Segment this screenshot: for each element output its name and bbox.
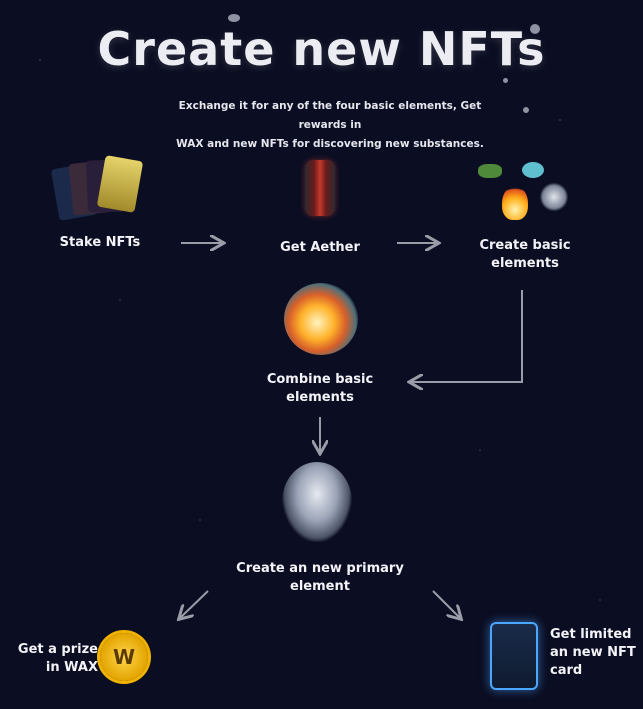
water-icon bbox=[522, 162, 544, 178]
label-line: Create basic bbox=[479, 238, 571, 253]
label-line: an new NFT bbox=[550, 645, 636, 660]
step-prize-label: Get a prize in WAX bbox=[12, 641, 98, 677]
label-line: in WAX bbox=[45, 660, 98, 675]
label-line: card bbox=[550, 663, 583, 678]
step-nft-label: Get limited an new NFT card bbox=[550, 626, 640, 680]
step-combine-label: Combine basic elements bbox=[250, 371, 390, 407]
label-line: Get a prize bbox=[17, 642, 98, 657]
wax-coin-icon: W bbox=[100, 633, 148, 681]
coin-letter: W bbox=[112, 645, 136, 669]
arrow-primary-to-prize bbox=[180, 590, 209, 618]
step-primary-label: Create an new primary element bbox=[220, 560, 420, 596]
nft-card-glow-icon bbox=[490, 622, 538, 690]
label-line: elements bbox=[491, 256, 559, 271]
subtitle-line: Exchange it for any of the four basic el… bbox=[178, 100, 482, 131]
earth-icon bbox=[478, 164, 502, 178]
air-icon bbox=[540, 182, 568, 212]
arrow-create-to-combine bbox=[411, 290, 523, 382]
stake-nfts-icon bbox=[50, 155, 145, 222]
label-line: elements bbox=[286, 390, 354, 405]
page-subtitle: Exchange it for any of the four basic el… bbox=[160, 97, 500, 154]
tornado-icon bbox=[282, 462, 352, 542]
subtitle-line: WAX and new NFTs for discovering new sub… bbox=[176, 138, 484, 150]
step-stake-label: Stake NFTs bbox=[59, 235, 141, 250]
planet-icon bbox=[523, 107, 529, 113]
page-title: Create new NFTs bbox=[97, 22, 546, 76]
step-create-basic-label: Create basic elements bbox=[455, 237, 595, 273]
aether-capsule-icon bbox=[305, 160, 335, 216]
nft-card-icon bbox=[96, 155, 144, 213]
planet-icon bbox=[530, 24, 540, 34]
planet-icon bbox=[503, 78, 508, 83]
planet-icon bbox=[228, 14, 240, 22]
label-line: Get limited bbox=[550, 627, 632, 642]
fire-icon bbox=[502, 186, 528, 220]
label-line: Combine basic bbox=[266, 372, 374, 387]
basic-elements-icon bbox=[476, 160, 576, 220]
label-line: element bbox=[290, 579, 350, 594]
combine-elements-icon bbox=[284, 283, 358, 355]
step-aether-label: Get Aether bbox=[280, 240, 360, 255]
label-line: Create an new primary bbox=[236, 561, 404, 576]
arrow-primary-to-nft bbox=[432, 590, 460, 618]
